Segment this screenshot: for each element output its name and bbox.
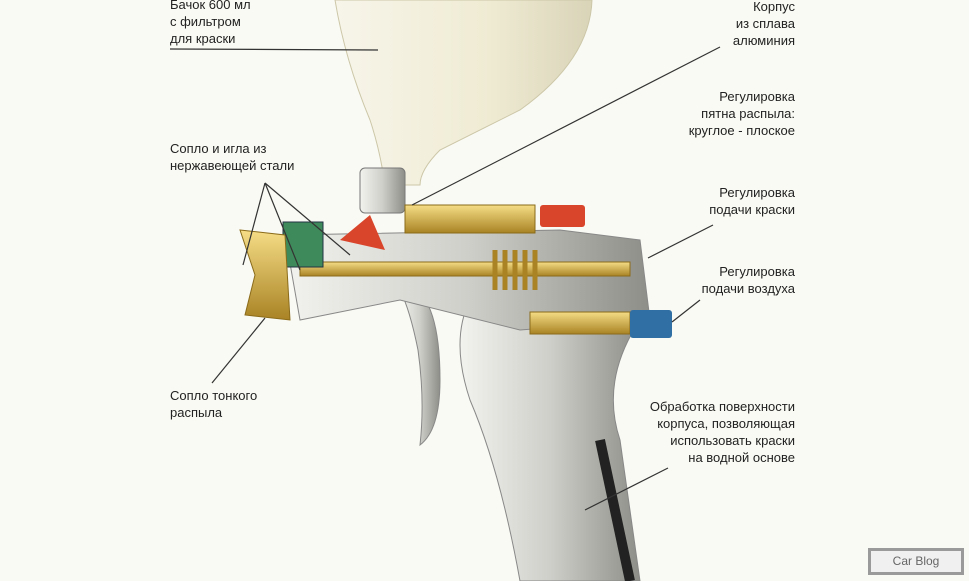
pattern-adjust-valve (404, 204, 536, 234)
leader-lines (169, 46, 721, 511)
gun-handle (459, 299, 641, 581)
label-paint-feed: Регулировка подачи краски (709, 185, 795, 217)
label-nozzle-needle: Сопло и игла из нержавеющей стали (170, 141, 295, 173)
label-body: Корпус из сплава алюминия (732, 0, 795, 48)
label-surface: Обработка поверхности корпуса, позволяющ… (649, 399, 795, 465)
air-cap (239, 229, 291, 321)
green-cap (282, 221, 324, 268)
needle-assembly (299, 261, 631, 277)
trigger (399, 284, 441, 447)
red-knob (540, 205, 585, 227)
handle-grip-edge (595, 438, 635, 581)
paint-channel (340, 215, 385, 250)
watermark: Car Blog (868, 548, 964, 575)
air-valve (529, 311, 631, 335)
label-spray-pattern: Регулировка пятна распыла: круглое - пло… (688, 89, 795, 138)
spring (492, 250, 538, 290)
tank-neck-fitting (359, 167, 406, 214)
blue-knob (630, 310, 672, 338)
label-fine-nozzle: Сопло тонкого распыла (170, 388, 258, 420)
paint-tank (334, 0, 593, 186)
label-tank: Бачок 600 мл с фильтром для краски (170, 0, 251, 46)
label-air-feed: Регулировка подачи воздуха (701, 264, 795, 296)
